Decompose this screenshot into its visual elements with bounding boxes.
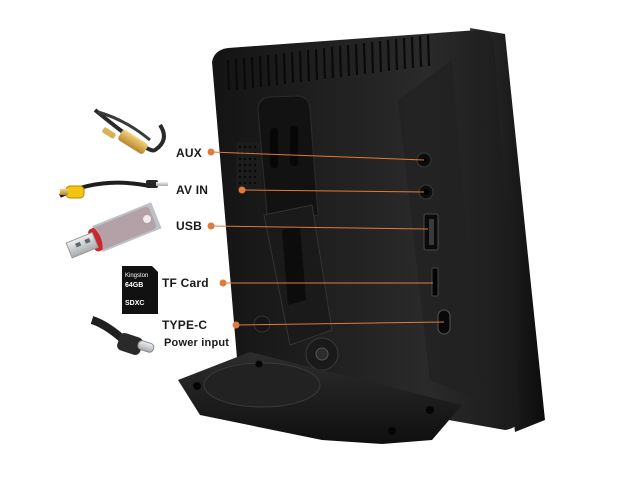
label-power-input: Power input — [164, 337, 230, 349]
mount-bracket — [253, 95, 339, 371]
label-aux: AUX — [176, 146, 202, 160]
label-tf-card: TF Card — [162, 276, 209, 290]
sd-card-brand: Kingston — [125, 273, 148, 279]
speaker-grille — [236, 142, 262, 190]
port-av-in — [418, 184, 434, 200]
sd-card-icon: Kingston 64GB SDXC — [122, 266, 158, 314]
label-usb: USB — [176, 219, 202, 233]
sd-card-type: SDXC — [125, 300, 144, 307]
usb-c-cable-icon — [90, 316, 155, 355]
av-cable-icon — [59, 180, 168, 199]
label-av-in: AV IN — [176, 183, 209, 197]
port-usb — [423, 213, 439, 251]
mount-base — [178, 352, 462, 444]
aux-cable-icon — [93, 108, 166, 154]
port-tf-card — [431, 267, 439, 297]
usb-drive-icon — [65, 202, 162, 259]
label-type-c: TYPE-C — [162, 318, 208, 332]
callout-lines — [210, 151, 445, 326]
sd-card-capacity: 64GB — [125, 282, 143, 289]
callout-dots — [207, 148, 246, 329]
